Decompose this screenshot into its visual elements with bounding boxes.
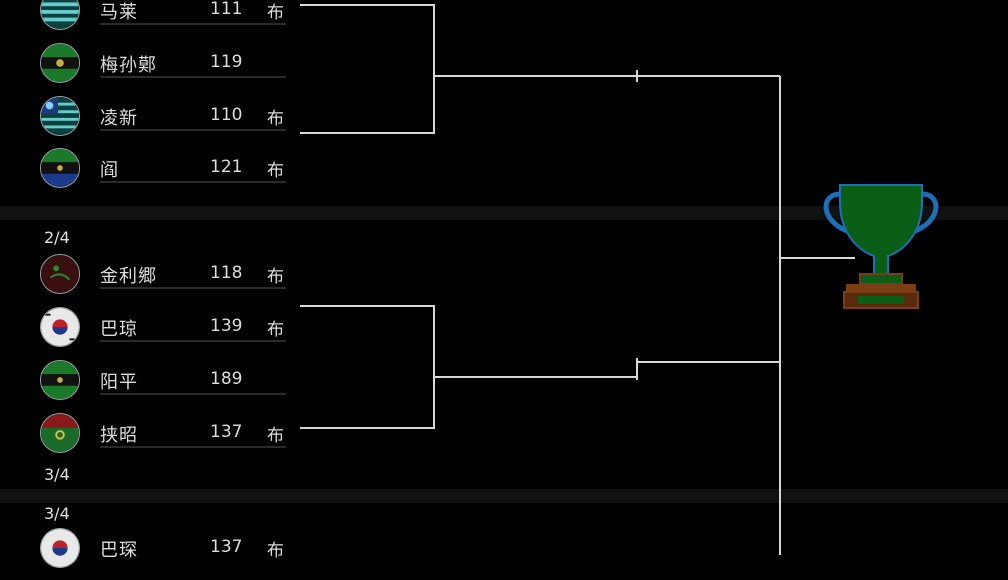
- team-name: 巴琼: [100, 319, 138, 340]
- group-label-3: 3/4: [44, 465, 70, 484]
- row-divider: [100, 23, 286, 25]
- team-name: 阳平: [100, 372, 138, 393]
- team-row[interactable]: 挟昭 137 布: [40, 413, 290, 465]
- team-row[interactable]: 巴琼 139 布: [40, 307, 290, 359]
- team-score: 121: [210, 157, 243, 177]
- team-name: 凌新: [100, 108, 138, 129]
- team-flag-icon: [40, 96, 80, 136]
- trophy-icon: [818, 182, 944, 312]
- bracket-lines: [300, 4, 855, 555]
- team-name: 挟昭: [100, 425, 138, 446]
- team-score: 118: [210, 263, 243, 283]
- bracket-line: [300, 305, 435, 429]
- team-name: 梅孙鄚: [100, 55, 157, 76]
- team-score: 119: [210, 52, 243, 72]
- row-divider: [100, 129, 286, 131]
- team-name: 马莱: [100, 2, 138, 23]
- group-label-2: 2/4: [44, 228, 70, 247]
- row-divider: [100, 181, 286, 183]
- bracket-line: [300, 4, 435, 134]
- team-score: 189: [210, 369, 243, 389]
- team-name: 阎: [100, 160, 119, 181]
- team-flag-icon: [40, 413, 80, 453]
- team-flag-icon: [40, 307, 80, 347]
- row-divider: [100, 76, 286, 78]
- team-tag: 布: [267, 3, 284, 23]
- team-flag-icon: [40, 360, 80, 400]
- team-flag-icon: [40, 43, 80, 83]
- row-divider: [100, 393, 286, 395]
- team-row[interactable]: 凌新 110 布: [40, 96, 290, 148]
- section-band: [0, 489, 1008, 503]
- row-divider: [100, 340, 286, 342]
- team-score: 137: [210, 537, 243, 557]
- team-score: 139: [210, 316, 243, 336]
- group-label-4: 3/4: [44, 504, 70, 523]
- team-score: 110: [210, 105, 243, 125]
- team-row[interactable]: 阳平 189: [40, 360, 290, 412]
- team-tag: 布: [267, 320, 284, 340]
- team-row[interactable]: 马莱 111 布: [40, 0, 290, 42]
- team-tag: 布: [267, 267, 284, 287]
- section-band: [0, 206, 1008, 220]
- team-name: 金利郷: [100, 266, 157, 287]
- team-flag-icon: [40, 148, 80, 188]
- team-score: 111: [210, 0, 243, 19]
- team-flag-icon: [40, 254, 80, 294]
- team-row[interactable]: 阎 121 布: [40, 148, 290, 200]
- row-divider: [100, 287, 286, 289]
- team-flag-icon: [40, 0, 80, 30]
- team-tag: 布: [267, 426, 284, 446]
- team-score: 137: [210, 422, 243, 442]
- team-row[interactable]: 梅孙鄚 119: [40, 43, 290, 95]
- team-tag: 布: [267, 161, 284, 181]
- row-divider: [100, 446, 286, 448]
- team-row[interactable]: 金利郷 118 布: [40, 254, 290, 306]
- team-tag: 布: [267, 109, 284, 129]
